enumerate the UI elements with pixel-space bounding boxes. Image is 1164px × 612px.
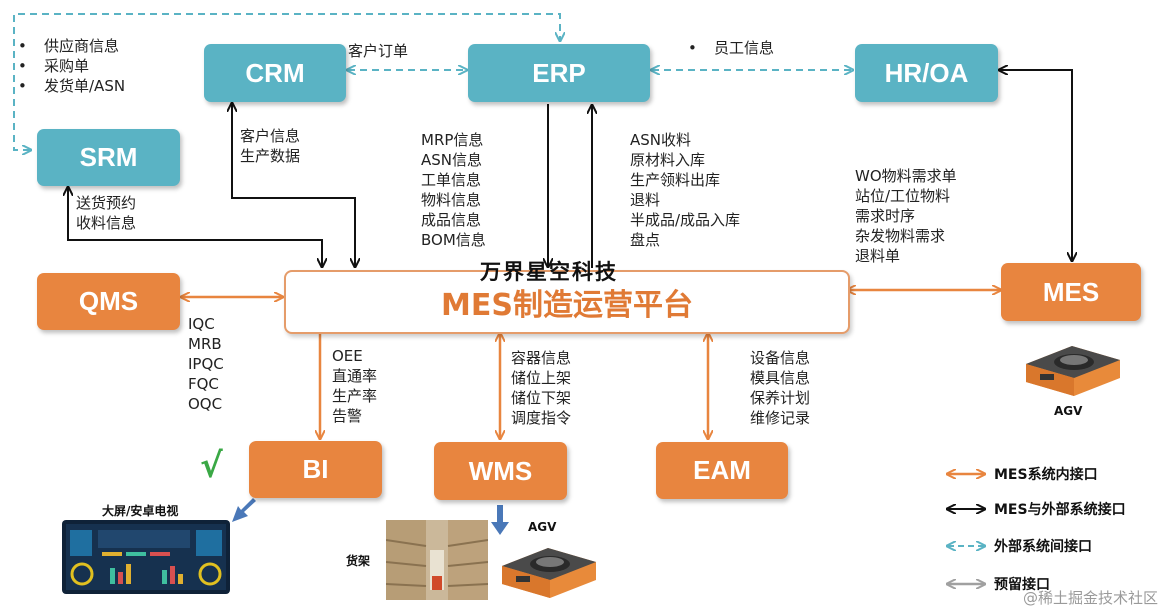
erp-down-labels: MRP信息 ASN信息 工单信息 物料信息 成品信息 BOM信息: [421, 131, 486, 249]
crm-box: CRM: [204, 44, 346, 102]
legend-teal-dashed-arrow-icon: [944, 538, 988, 554]
warehouse-shelf-icon: [386, 520, 488, 600]
mes-box: MES: [1001, 263, 1141, 321]
qms-labels: IQC MRB IPQC FQC OQC: [188, 315, 224, 413]
wms-labels: 容器信息 储位上架 储位下架 调度指令: [511, 349, 572, 427]
agv-mes-label: AGV: [1054, 404, 1083, 418]
wms-shelf-arrow: [491, 505, 509, 535]
qms-box: QMS: [37, 273, 180, 330]
legend-black-arrow-icon: [944, 501, 988, 517]
srm-box: SRM: [37, 129, 180, 186]
hroa-mes-link: [1000, 70, 1072, 260]
legend-item-reserved: 预留接口: [944, 574, 1050, 594]
legend-item-external: MES与外部系统接口: [944, 499, 1126, 519]
employee-info-label: 员工信息: [688, 38, 774, 58]
agv-wms-label: AGV: [528, 520, 557, 534]
legend-item-between: 外部系统间接口: [944, 536, 1092, 556]
hr-mes-labels: WO物料需求单 站位/工位物料 需求时序 杂发物料需求 退料单: [855, 167, 957, 265]
agv-wms-robot-icon: [502, 548, 596, 598]
legend-orange-arrow-icon: [944, 466, 988, 482]
dashboard-screen-icon: [62, 520, 230, 594]
check-icon: √: [200, 446, 223, 486]
bi-box: BI: [249, 441, 382, 498]
shelf-label: 货架: [346, 554, 371, 568]
erp-up-labels: ASN收料 原材料入库 生产领料出库 退料 半成品/成品入库 盘点: [630, 131, 741, 249]
erp-box: ERP: [468, 44, 650, 102]
wms-box: WMS: [434, 442, 567, 500]
customer-order-label: 客户订单: [348, 42, 409, 60]
supplier-info-list: 供应商信息 采购单 发货单/ASN: [18, 36, 125, 96]
source-credit: @稀土掘金技术社区: [1022, 589, 1158, 607]
srm-mes-labels: 送货预约 收料信息: [76, 194, 137, 232]
legend-gray-arrow-icon: [944, 576, 988, 592]
eam-labels: 设备信息 模具信息 保养计划 维修记录: [750, 349, 811, 427]
agv-robot-icon: [1026, 346, 1120, 396]
company-watermark: 万界星空科技: [480, 259, 618, 284]
bi-labels: OEE 直通率 生产率 告警: [332, 347, 378, 425]
mes-platform-box: MES制造运营平台: [284, 270, 850, 334]
legend-item-internal: MES系统内接口: [944, 464, 1098, 484]
hroa-box: HR/OA: [855, 44, 998, 102]
eam-box: EAM: [656, 442, 788, 499]
screen-label: 大屏/安卓电视: [102, 504, 179, 518]
bi-screen-arrow: [232, 498, 256, 522]
srm-mes-link: [68, 188, 322, 266]
crm-mes-labels: 客户信息 生产数据: [240, 127, 301, 165]
